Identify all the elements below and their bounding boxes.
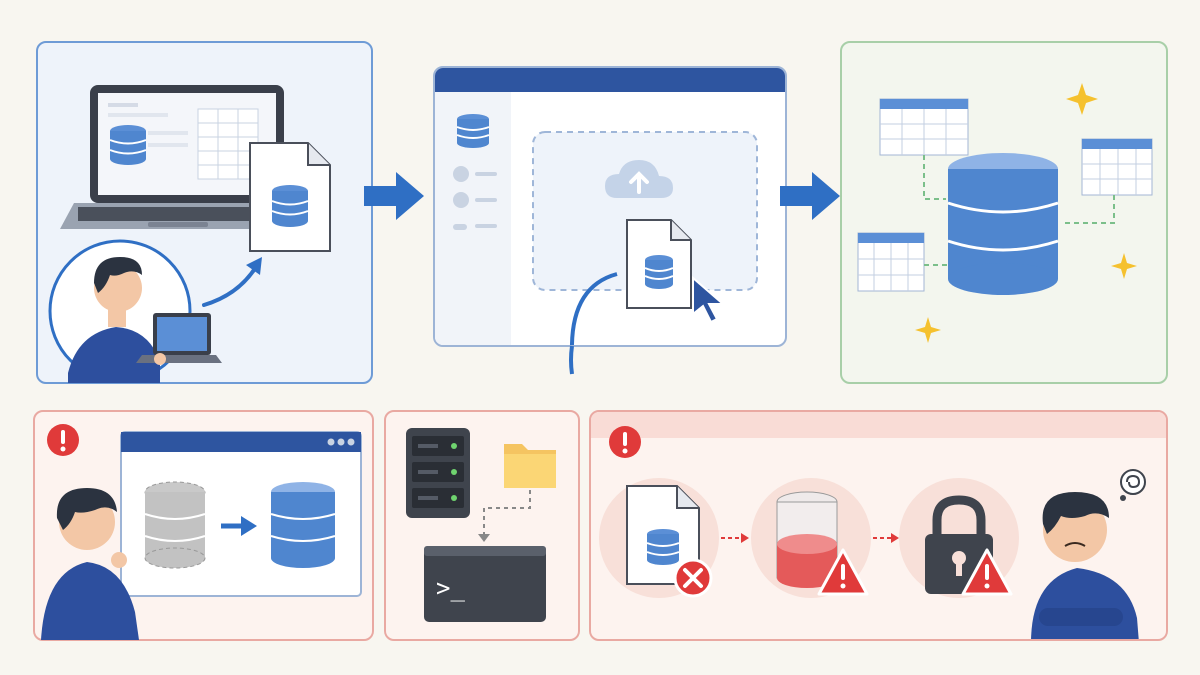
server-icon — [406, 428, 470, 518]
file-icon — [626, 219, 692, 309]
database-result-panel — [840, 41, 1168, 384]
cloud-upload-icon — [605, 160, 673, 198]
database-icon — [456, 114, 490, 148]
import-dialog-panel — [433, 66, 787, 347]
flow-arrow-icon — [780, 172, 840, 220]
drag-path-tail — [569, 345, 574, 375]
sparkle-icon — [915, 83, 1137, 343]
person-icon — [41, 488, 139, 640]
alert-icon — [609, 426, 641, 458]
terminal-icon: >_ — [424, 546, 546, 622]
server-cli-panel: >_ — [384, 410, 580, 641]
terminal-prompt: >_ — [436, 574, 465, 602]
drop-zone — [532, 131, 758, 291]
table-icon — [879, 98, 969, 156]
import-dialog-illustration — [435, 68, 785, 345]
alert-icon — [47, 424, 79, 456]
arrow-icon — [221, 516, 257, 536]
database-icon — [270, 482, 336, 568]
upload-source-panel — [36, 41, 373, 384]
format-mismatch-panel — [33, 410, 374, 641]
error-x-icon — [673, 558, 713, 598]
database-icon — [776, 491, 838, 588]
lock-icon — [925, 495, 993, 594]
database-icon — [947, 153, 1059, 295]
database-result-illustration — [857, 83, 1153, 343]
drag-path — [570, 272, 618, 345]
upload-source-illustration — [48, 85, 331, 383]
warning-icon — [817, 548, 869, 596]
arrow-icon — [202, 257, 262, 307]
file-icon — [626, 485, 700, 585]
database-icon — [109, 125, 147, 165]
confused-icon — [1120, 469, 1146, 501]
cursor-icon — [692, 275, 726, 324]
person-icon — [48, 239, 222, 383]
server-cli-illustration: >_ — [406, 428, 556, 622]
person-icon — [1031, 492, 1139, 639]
format-mismatch-illustration — [41, 424, 362, 640]
import-failures-panel — [589, 410, 1168, 641]
table-icon — [1081, 138, 1153, 196]
flow-arrow-icon — [364, 172, 424, 220]
folder-icon — [504, 444, 556, 488]
warning-icon — [961, 548, 1013, 596]
import-failures-illustration — [591, 412, 1166, 639]
database-icon — [144, 481, 206, 569]
table-icon — [857, 232, 925, 292]
dialog-titlebar — [435, 68, 785, 92]
file-icon — [249, 142, 331, 252]
